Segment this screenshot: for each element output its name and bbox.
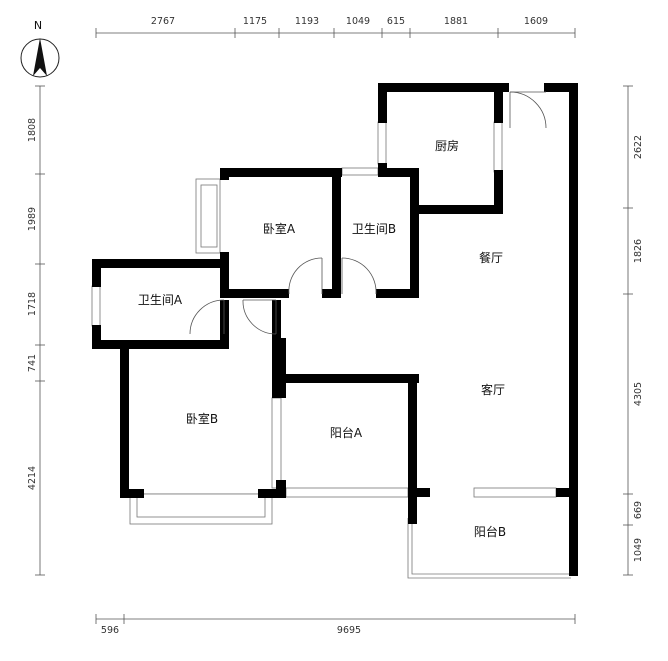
north-label: N bbox=[34, 19, 42, 32]
window-kitchen-right bbox=[493, 121, 503, 173]
door-bathroom-a bbox=[189, 299, 225, 335]
top-dim-4: 1049 bbox=[346, 16, 370, 27]
room-label-bedroom-b: 卧室B bbox=[186, 411, 218, 426]
north-compass: N bbox=[20, 19, 60, 78]
entry-door bbox=[509, 91, 547, 129]
windows bbox=[91, 121, 571, 579]
window-kitchen-left bbox=[377, 121, 387, 165]
left-dim-2: 1989 bbox=[27, 207, 38, 231]
top-dim-3: 1193 bbox=[295, 16, 319, 27]
room-label-dining: 餐厅 bbox=[479, 250, 503, 265]
room-label-living: 客厅 bbox=[481, 382, 505, 397]
sliding-door-balcony-b bbox=[473, 487, 557, 498]
left-dim-1: 1808 bbox=[27, 118, 38, 142]
bottom-dimensions: 596 9695 bbox=[95, 614, 576, 636]
room-label-kitchen: 厨房 bbox=[435, 138, 459, 153]
right-dim-5: 1049 bbox=[633, 538, 644, 562]
top-dim-2: 1175 bbox=[243, 16, 267, 27]
north-arrow-icon bbox=[33, 38, 47, 76]
partition-bedroom-b bbox=[271, 397, 282, 489]
walls bbox=[92, 83, 578, 576]
right-dim-3: 4305 bbox=[633, 382, 644, 406]
top-dim-6: 1881 bbox=[444, 16, 468, 27]
room-label-bathroom-b: 卫生间B bbox=[352, 222, 396, 236]
room-label-bedroom-a: 卧室A bbox=[263, 221, 296, 236]
room-label-balcony-b: 阳台B bbox=[474, 524, 506, 539]
railing-balcony-b bbox=[407, 518, 571, 579]
doors bbox=[189, 91, 547, 335]
right-dim-2: 1826 bbox=[633, 239, 644, 263]
left-dim-4: 741 bbox=[27, 354, 38, 372]
top-dimensions: 2767 1175 1193 1049 615 1881 1609 bbox=[95, 16, 576, 38]
left-dim-5: 4214 bbox=[27, 466, 38, 490]
room-labels: 厨房 卧室A 卫生间B 餐厅 卫生间A 客厅 卧室B 阳台A 阳台B bbox=[138, 138, 506, 539]
window-bathroom-a bbox=[91, 285, 101, 327]
left-dimensions: 1808 1989 1718 741 4214 bbox=[27, 85, 45, 576]
bottom-dim-2: 9695 bbox=[337, 625, 361, 636]
left-dim-3: 1718 bbox=[27, 292, 38, 316]
room-label-balcony-a: 阳台A bbox=[330, 425, 363, 440]
door-bathroom-b bbox=[341, 257, 377, 295]
top-dim-5: 615 bbox=[387, 16, 405, 27]
top-dim-7: 1609 bbox=[524, 16, 548, 27]
right-dim-1: 2622 bbox=[633, 135, 644, 159]
top-dim-1: 2767 bbox=[151, 16, 175, 27]
door-bedroom-b bbox=[242, 299, 277, 335]
window-bathroom-b bbox=[341, 167, 379, 176]
right-dimensions: 2622 1826 4305 669 1049 bbox=[623, 85, 644, 576]
bottom-dim-1: 596 bbox=[101, 625, 119, 636]
right-dim-4: 669 bbox=[633, 501, 644, 519]
window-balcony-a bbox=[285, 487, 409, 498]
room-label-bathroom-a: 卫生间A bbox=[138, 293, 183, 307]
door-bedroom-a bbox=[288, 257, 323, 295]
